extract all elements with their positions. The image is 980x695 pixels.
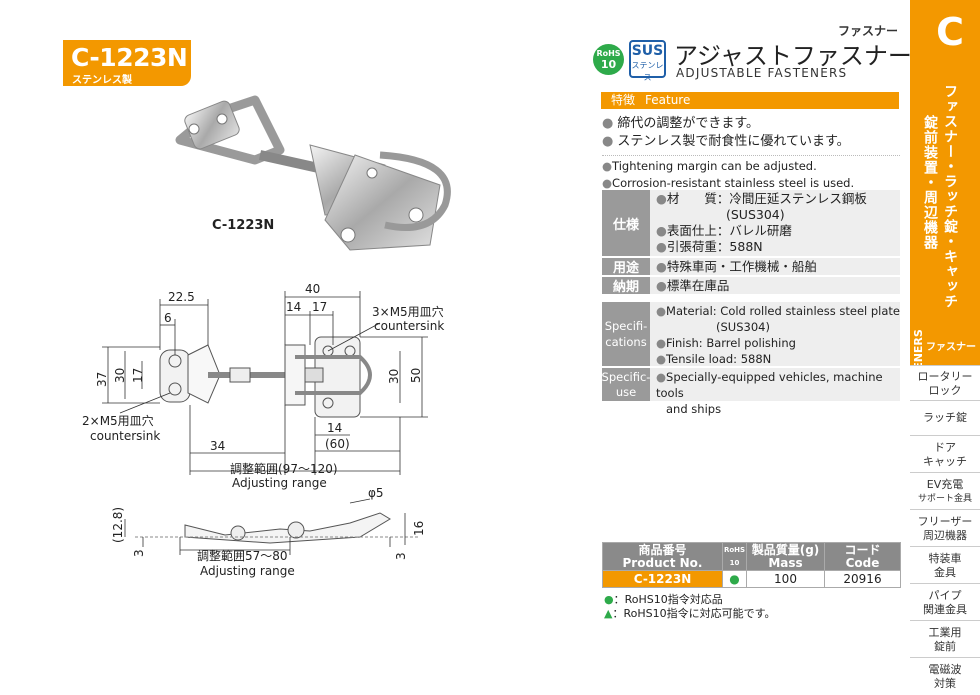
range2-jp: 調整範囲57〜80 — [197, 548, 288, 563]
hole-right-jp: 3×M5用皿穴 — [372, 304, 444, 319]
product-photo — [175, 95, 451, 251]
feature-item: ●締代の調整ができます。 — [602, 116, 760, 131]
feature-item-en: ●Corrosion-resistant stainless steel is … — [602, 176, 855, 190]
material-label: ステンレス製 — [72, 75, 132, 86]
dim-14b: 14 — [327, 421, 342, 435]
sidebar-active[interactable]: ファスナー — [926, 342, 976, 353]
legend: ●：RoHS10指令対応品 ▲：RoHS10指令に対応可能です。 — [604, 593, 776, 621]
photo-label: C-1223N — [212, 218, 275, 233]
feature-label-en: Feature — [645, 93, 691, 107]
use-value: 特殊車両・工作機械・船舶 — [666, 259, 817, 274]
dim-60: (60) — [325, 437, 350, 451]
legend-sym2: ▲ — [604, 607, 613, 620]
spec-en-material2: (SUS304) — [716, 320, 770, 334]
category-letter: C — [936, 10, 964, 54]
spec-finish: 表面仕上：バレル研磨 — [666, 223, 792, 238]
sidebar-tab-rotary[interactable]: ロータリーロック — [910, 365, 980, 400]
use-label: 用途 — [602, 258, 650, 276]
sidebar-tab-freezer[interactable]: フリーザー周辺機器 — [910, 509, 980, 546]
product-code: C-1223N — [71, 43, 188, 72]
dim-6: 6 — [164, 311, 172, 325]
sidebar-tab-latch[interactable]: ラッチ錠 — [910, 400, 980, 435]
rohs-badge-icon: RoHS 10 — [593, 44, 624, 75]
cell-product-no: C-1223N — [602, 570, 723, 588]
spec-en: Specifi-cations ●Material: Cold rolled s… — [601, 302, 901, 416]
feature-label-jp: 特徴 — [611, 93, 636, 107]
spec-en-use: Specially-equipped vehicles, machine too… — [656, 370, 883, 400]
category-label: ファスナー — [837, 24, 898, 38]
rohs-line2: 10 — [600, 58, 617, 71]
spec-en-use-label: Specific-use — [602, 368, 650, 401]
sus-badge-icon: SUS ステンレス — [629, 40, 666, 82]
feature-list: ●締代の調整ができます。 ●ステンレス製で耐食性に優れています。 ●Tighte… — [602, 115, 900, 192]
dim-30b: 30 — [387, 369, 401, 384]
cell-mass: 100 — [746, 570, 825, 588]
spec-en-label: Specifi-cations — [602, 302, 650, 366]
range1-en: Adjusting range — [232, 476, 327, 490]
spec-en-finish: Finish: Barrel polishing — [666, 336, 796, 350]
dim-14a: 14 — [286, 300, 301, 314]
spec-label: 仕様 — [602, 190, 650, 256]
dim-phi5: φ5 — [368, 486, 384, 500]
dim-3b: 3 — [394, 552, 408, 560]
dim-17a: 17 — [312, 300, 327, 314]
spec-en-material: Material: Cold rolled stainless steel pl… — [666, 304, 901, 318]
dim-40: 40 — [305, 282, 320, 296]
spec-material2: (SUS304) — [726, 207, 785, 222]
feature-item: ●ステンレス製で耐食性に優れています。 — [602, 134, 850, 149]
range2-en: Adjusting range — [200, 564, 295, 578]
sidebar-tab-pipe[interactable]: パイプ関連金具 — [910, 583, 980, 620]
spec-en-use2: and ships — [666, 402, 722, 416]
page-title: アジャストファスナー — [674, 42, 912, 70]
spec-en-load: Tensile load: 588N — [666, 352, 772, 366]
legend-item2: ：RoHS10指令に対応可能です。 — [612, 607, 776, 620]
legend-sym1: ● — [604, 593, 614, 606]
hole-left-jp: 2×M5用皿穴 — [82, 413, 154, 428]
sidebar-tab-special[interactable]: 特装車金具 — [910, 546, 980, 583]
sidebar-tab-emi[interactable]: 電磁波対策 — [910, 657, 980, 695]
dimension-drawing: 40 14 17 22.5 6 37 30 17 30 50 14 (60) 3… — [82, 282, 444, 578]
hole-right-en: countersink — [374, 319, 444, 333]
dim-22-5: 22.5 — [168, 290, 195, 304]
cell-code: 20916 — [824, 570, 901, 588]
dim-16: 16 — [412, 521, 426, 536]
sidebar-vertical-1: ファスナー・ラッチ錠・キャッチ — [942, 84, 958, 309]
sus-line2: ステンレス — [631, 61, 664, 82]
spec-load: 引張荷重：588N — [666, 239, 763, 254]
dim-50: 50 — [409, 368, 423, 383]
range1-jp: 調整範囲(97〜120) — [230, 461, 338, 476]
cell-rohs: ● — [722, 570, 747, 588]
legend-item1: ：RoHS10指令対応品 — [613, 593, 723, 606]
table-row: C-1223N ● 100 20916 — [602, 570, 901, 588]
page-title-en: ADJUSTABLE FASTENERS — [676, 66, 848, 80]
product-id-badge: C-1223N ステンレス製 — [63, 40, 191, 86]
feature-bar: 特徴 Feature — [601, 92, 899, 109]
hole-left-en: countersink — [90, 429, 160, 443]
delivery-value: 標準在庫品 — [666, 278, 730, 293]
rohs-line1: RoHS — [596, 49, 621, 58]
sidebar-tab-ev[interactable]: EV充電サポート金具 — [910, 472, 980, 509]
sidebar-vertical-2: 錠前装置・周辺機器 — [922, 115, 938, 250]
sidebar-tab-door[interactable]: ドアキャッチ — [910, 435, 980, 472]
sidebar-tab-industrial[interactable]: 工業用錠前 — [910, 620, 980, 657]
dim-3a: 3 — [132, 549, 146, 557]
delivery-label: 納期 — [602, 277, 650, 295]
spec-jp: 仕様 ●材 質：冷間圧延ステンレス鋼板 (SUS304) ●表面仕上：バレル研磨… — [602, 190, 900, 295]
feature-item-en: ●Tightening margin can be adjusted. — [602, 159, 817, 173]
sus-line1: SUS — [631, 43, 664, 59]
dim-30a: 30 — [113, 368, 127, 383]
dim-17b: 17 — [131, 368, 145, 383]
dim-12-8: (12.8) — [111, 507, 125, 543]
spec-material: 材 質：冷間圧延ステンレス鋼板 — [666, 191, 867, 206]
dim-34: 34 — [210, 439, 225, 453]
dim-37: 37 — [95, 372, 109, 387]
